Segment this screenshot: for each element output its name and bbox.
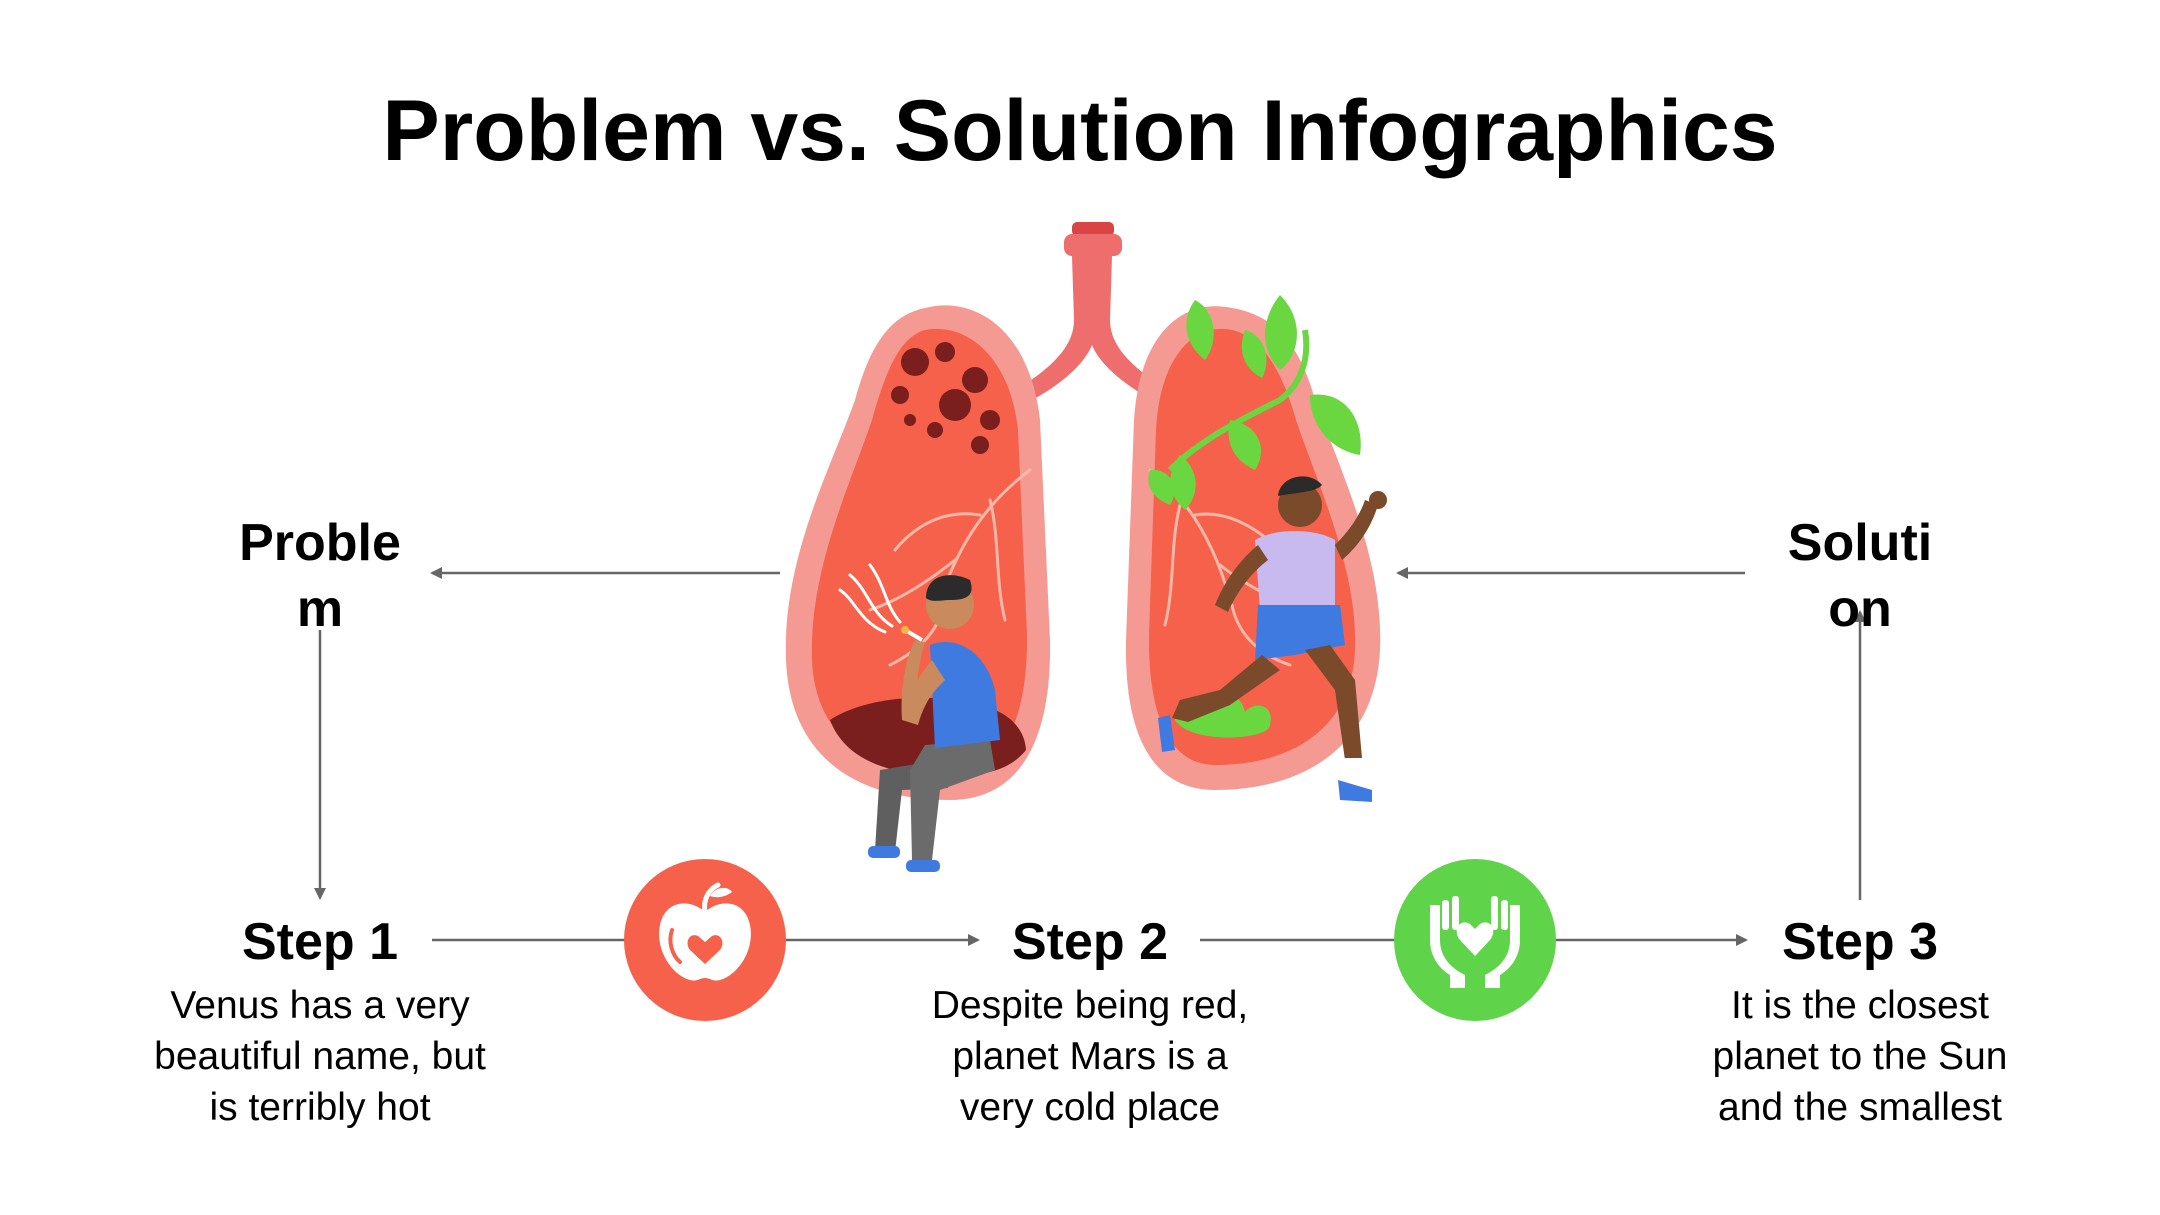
step3-desc-line: planet to the Sun <box>1712 1035 2008 1078</box>
problem-label-line2: m <box>296 580 344 638</box>
step1-title: Step 1 <box>241 913 399 971</box>
step3-title: Step 3 <box>1781 913 1939 971</box>
step1-description: Venus has a very beautiful name, but is … <box>120 980 520 1133</box>
running-person <box>1158 476 1387 802</box>
smoking-person <box>838 563 1000 872</box>
apple-heart-icon <box>624 859 786 1021</box>
problem-label: Proble m <box>230 510 410 642</box>
leaf-vine <box>1148 295 1361 738</box>
hands-heart-icon <box>1394 859 1556 1021</box>
step2-desc-line: very cold place <box>959 1086 1221 1129</box>
step1-desc-line: beautiful name, but <box>154 1035 486 1078</box>
right-lung <box>1125 306 1381 790</box>
step2-desc-line: Despite being red, <box>931 984 1249 1027</box>
page-title: Problem vs. Solution Infographics <box>382 83 1778 179</box>
problem-label-line1: Proble <box>239 514 401 572</box>
step3-desc-line: and the smallest <box>1718 1086 2002 1129</box>
trachea <box>1024 222 1160 400</box>
step3-desc-line: It is the closest <box>1731 984 1989 1027</box>
step1-desc-line: is terribly hot <box>209 1086 431 1129</box>
step1-desc-line: Venus has a very <box>170 984 470 1027</box>
step2-desc-line: planet Mars is a <box>952 1035 1228 1078</box>
solution-label-line1: Soluti <box>1787 514 1933 572</box>
solution-label-line2: on <box>1828 580 1892 638</box>
step2-description: Despite being red, planet Mars is a very… <box>890 980 1290 1133</box>
solution-label: Soluti on <box>1770 510 1950 642</box>
left-lung <box>785 305 1051 800</box>
step2-title: Step 2 <box>1011 913 1169 971</box>
step3-description: It is the closest planet to the Sun and … <box>1660 980 2060 1133</box>
